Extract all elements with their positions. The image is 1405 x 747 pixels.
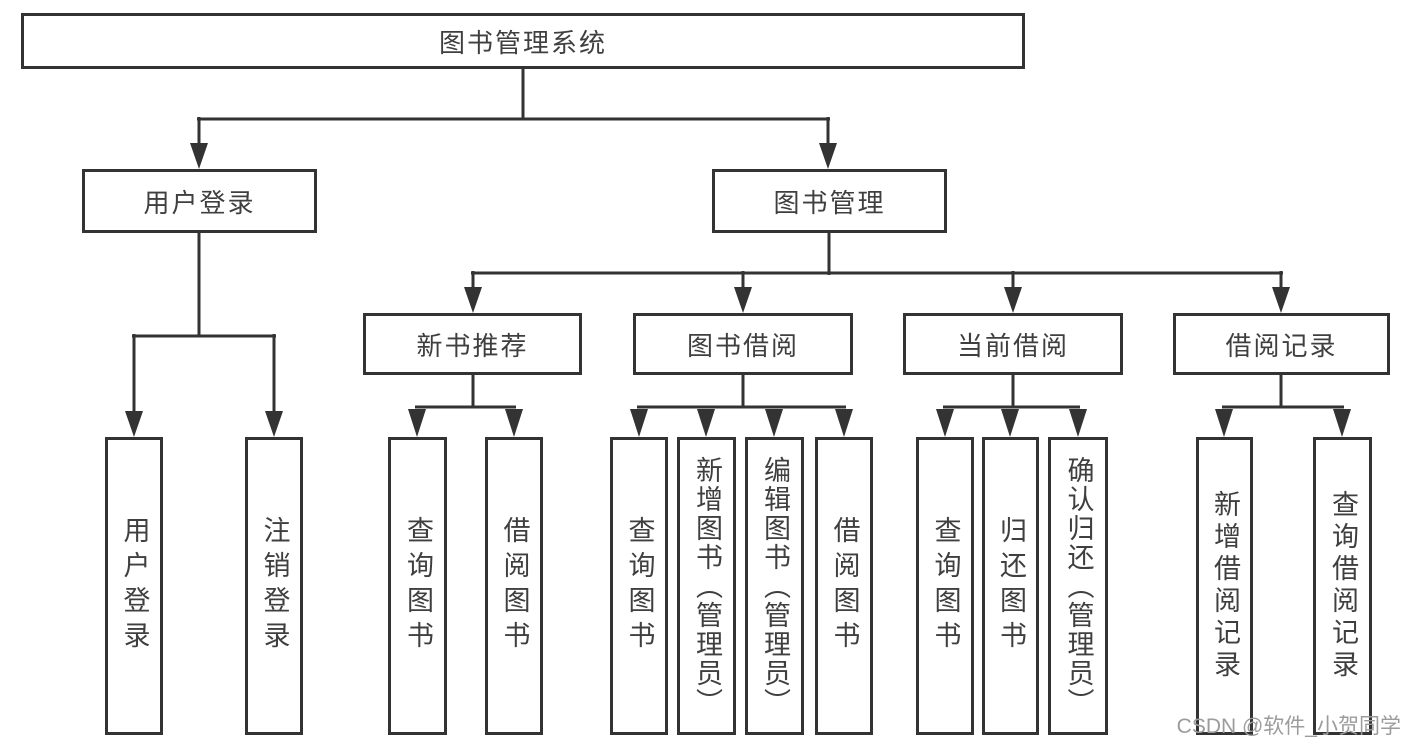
leaf-logout: 注销登录 (245, 437, 303, 735)
leaf-query-books-recommend: 查询图书 (388, 437, 447, 735)
leaf-add-borrow-record: 新增借阅记录 (1196, 437, 1253, 735)
node-label: 借阅图书 (829, 516, 860, 656)
node-label: 新增借阅记录 (1210, 490, 1240, 682)
leaf-edit-books-admin: 编辑图书（管理员） (745, 437, 804, 735)
node-label: 确认归还（管理员） (1063, 455, 1094, 717)
node-root: 图书管理系统 (21, 13, 1025, 69)
csdn-watermark: CSDN @软件_小贺同学 (1176, 715, 1401, 738)
leaf-query-books-borrowing: 查询图书 (610, 437, 668, 735)
node-label: 用户登录 (119, 516, 150, 656)
node-label: 查询借阅记录 (1328, 490, 1358, 682)
node-label: 新增图书（管理员） (692, 455, 722, 717)
leaf-confirm-return-admin: 确认归还（管理员） (1048, 437, 1108, 735)
node-label: 图书管理 (773, 187, 886, 218)
node-label: 借阅图书 (499, 516, 530, 656)
node-current-borrowing: 当前借阅 (903, 313, 1123, 375)
node-label: 查询图书 (624, 516, 655, 656)
leaf-borrow-books: 借阅图书 (815, 437, 873, 735)
node-label: 图书借阅 (686, 330, 799, 361)
node-book-management: 图书管理 (712, 169, 947, 233)
leaf-query-borrow-record: 查询借阅记录 (1313, 437, 1372, 735)
node-user-login: 用户登录 (82, 169, 317, 233)
leaf-borrow-books-recommend: 借阅图书 (485, 437, 543, 735)
leaf-add-books-admin: 新增图书（管理员） (677, 437, 736, 735)
node-label: 用户登录 (143, 187, 256, 218)
leaf-user-login: 用户登录 (105, 437, 163, 735)
node-label: 图书管理系统 (438, 27, 607, 58)
node-label: 查询图书 (403, 516, 433, 656)
leaf-query-books-current: 查询图书 (916, 437, 974, 735)
node-label: 新书推荐 (416, 330, 529, 361)
node-new-book-recommend: 新书推荐 (363, 313, 582, 375)
leaf-return-books: 归还图书 (982, 437, 1039, 735)
arrowheads (125, 143, 1351, 437)
node-label: 编辑图书（管理员） (760, 455, 790, 717)
node-label: 注销登录 (259, 516, 290, 656)
node-book-borrowing: 图书借阅 (633, 313, 853, 375)
node-label: 当前借阅 (956, 330, 1069, 361)
node-borrow-records: 借阅记录 (1173, 313, 1390, 375)
node-label: 借阅记录 (1225, 330, 1338, 361)
node-label: 归还图书 (996, 516, 1026, 656)
node-label: 查询图书 (930, 516, 961, 656)
